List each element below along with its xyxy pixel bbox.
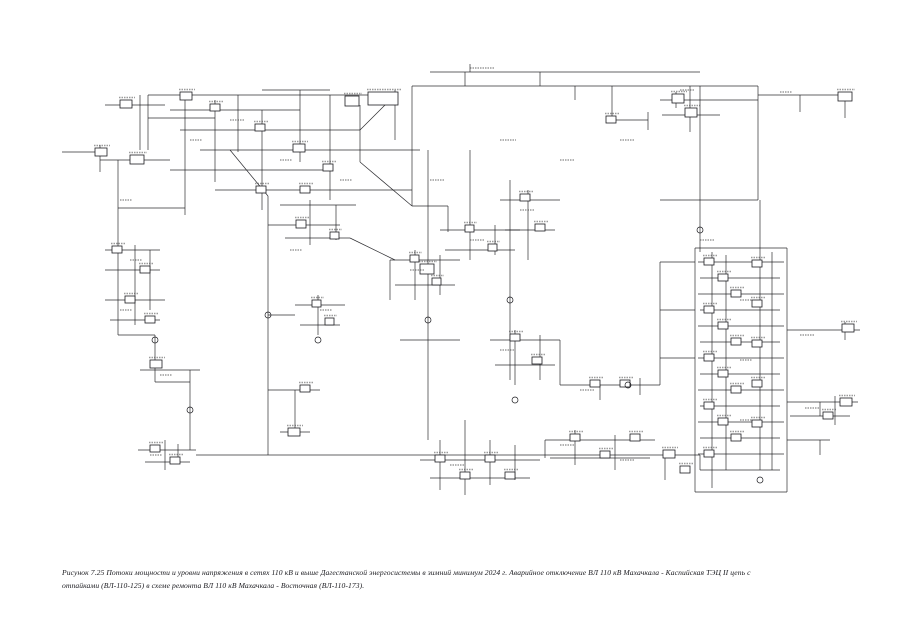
figure-caption: Рисунок 7.25 Потоки мощности и уровни на…: [62, 567, 862, 592]
figure-caption-line-2: отпайками (ВЛ-110-125) в схеме ремонта В…: [62, 580, 365, 590]
figure-caption-line-1: Рисунок 7.25 Потоки мощности и уровни на…: [62, 568, 751, 577]
